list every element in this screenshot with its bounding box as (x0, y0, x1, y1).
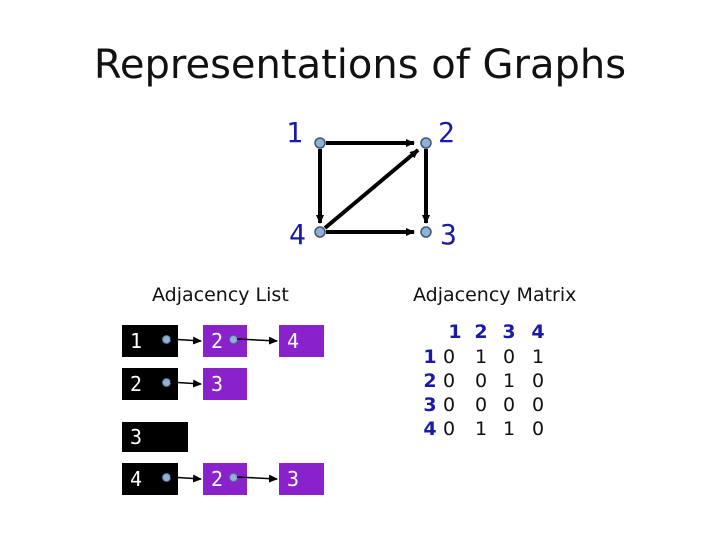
matrix-cell: 0 (531, 418, 545, 440)
adjacency-matrix-label: Adjacency Matrix (413, 284, 577, 306)
matrix-col-header: 2 (474, 321, 488, 343)
matrix-row-header: 3 (423, 394, 437, 416)
matrix-row-header: 1 (423, 346, 437, 368)
matrix-col-header: 1 (448, 321, 462, 343)
vertex-3-label: 3 (440, 218, 457, 251)
vertex-2-node (420, 137, 432, 149)
adjacency-list-label: Adjacency List (152, 284, 289, 306)
vertex-4-label: 4 (289, 218, 306, 251)
matrix-col-header: 4 (531, 321, 545, 343)
matrix-row-header: 4 (423, 418, 437, 440)
list-node-4-3: 3 (279, 463, 324, 495)
list-arrow (169, 336, 202, 345)
list-arrow (169, 379, 202, 388)
list-node-1-4: 4 (279, 325, 324, 357)
matrix-cell: 0 (502, 346, 516, 368)
matrix-cell: 1 (474, 418, 488, 440)
matrix-cell: 1 (502, 370, 516, 392)
vertex-1-label: 1 (286, 116, 303, 149)
page-title: Representations of Graphs (93, 42, 627, 88)
vertex-4-node (314, 226, 326, 238)
matrix-cell: 0 (531, 370, 545, 392)
matrix-cell: 0 (442, 346, 456, 368)
matrix-cell: 0 (502, 394, 516, 416)
list-arrow (236, 336, 278, 345)
matrix-cell: 1 (531, 346, 545, 368)
list-node-1-2: 2 (203, 325, 247, 357)
matrix-row-header: 2 (423, 370, 437, 392)
matrix-col-header: 3 (502, 321, 516, 343)
list-head-3: 3 (122, 422, 188, 452)
matrix-cell: 0 (442, 394, 456, 416)
matrix-cell: 0 (442, 370, 456, 392)
matrix-cell: 1 (474, 346, 488, 368)
matrix-cell: 0 (531, 394, 545, 416)
matrix-cell: 0 (474, 370, 488, 392)
list-arrow (236, 474, 278, 483)
vertex-2-label: 2 (438, 116, 455, 149)
vertex-1-node (314, 137, 326, 149)
matrix-cell: 0 (474, 394, 488, 416)
vertex-3-node (420, 226, 432, 238)
matrix-cell: 0 (442, 418, 456, 440)
edge-4-2 (323, 148, 420, 230)
list-node-4-2: 2 (203, 463, 247, 495)
list-node-2-3: 3 (203, 368, 247, 400)
list-arrow (169, 474, 202, 483)
matrix-cell: 1 (502, 418, 516, 440)
